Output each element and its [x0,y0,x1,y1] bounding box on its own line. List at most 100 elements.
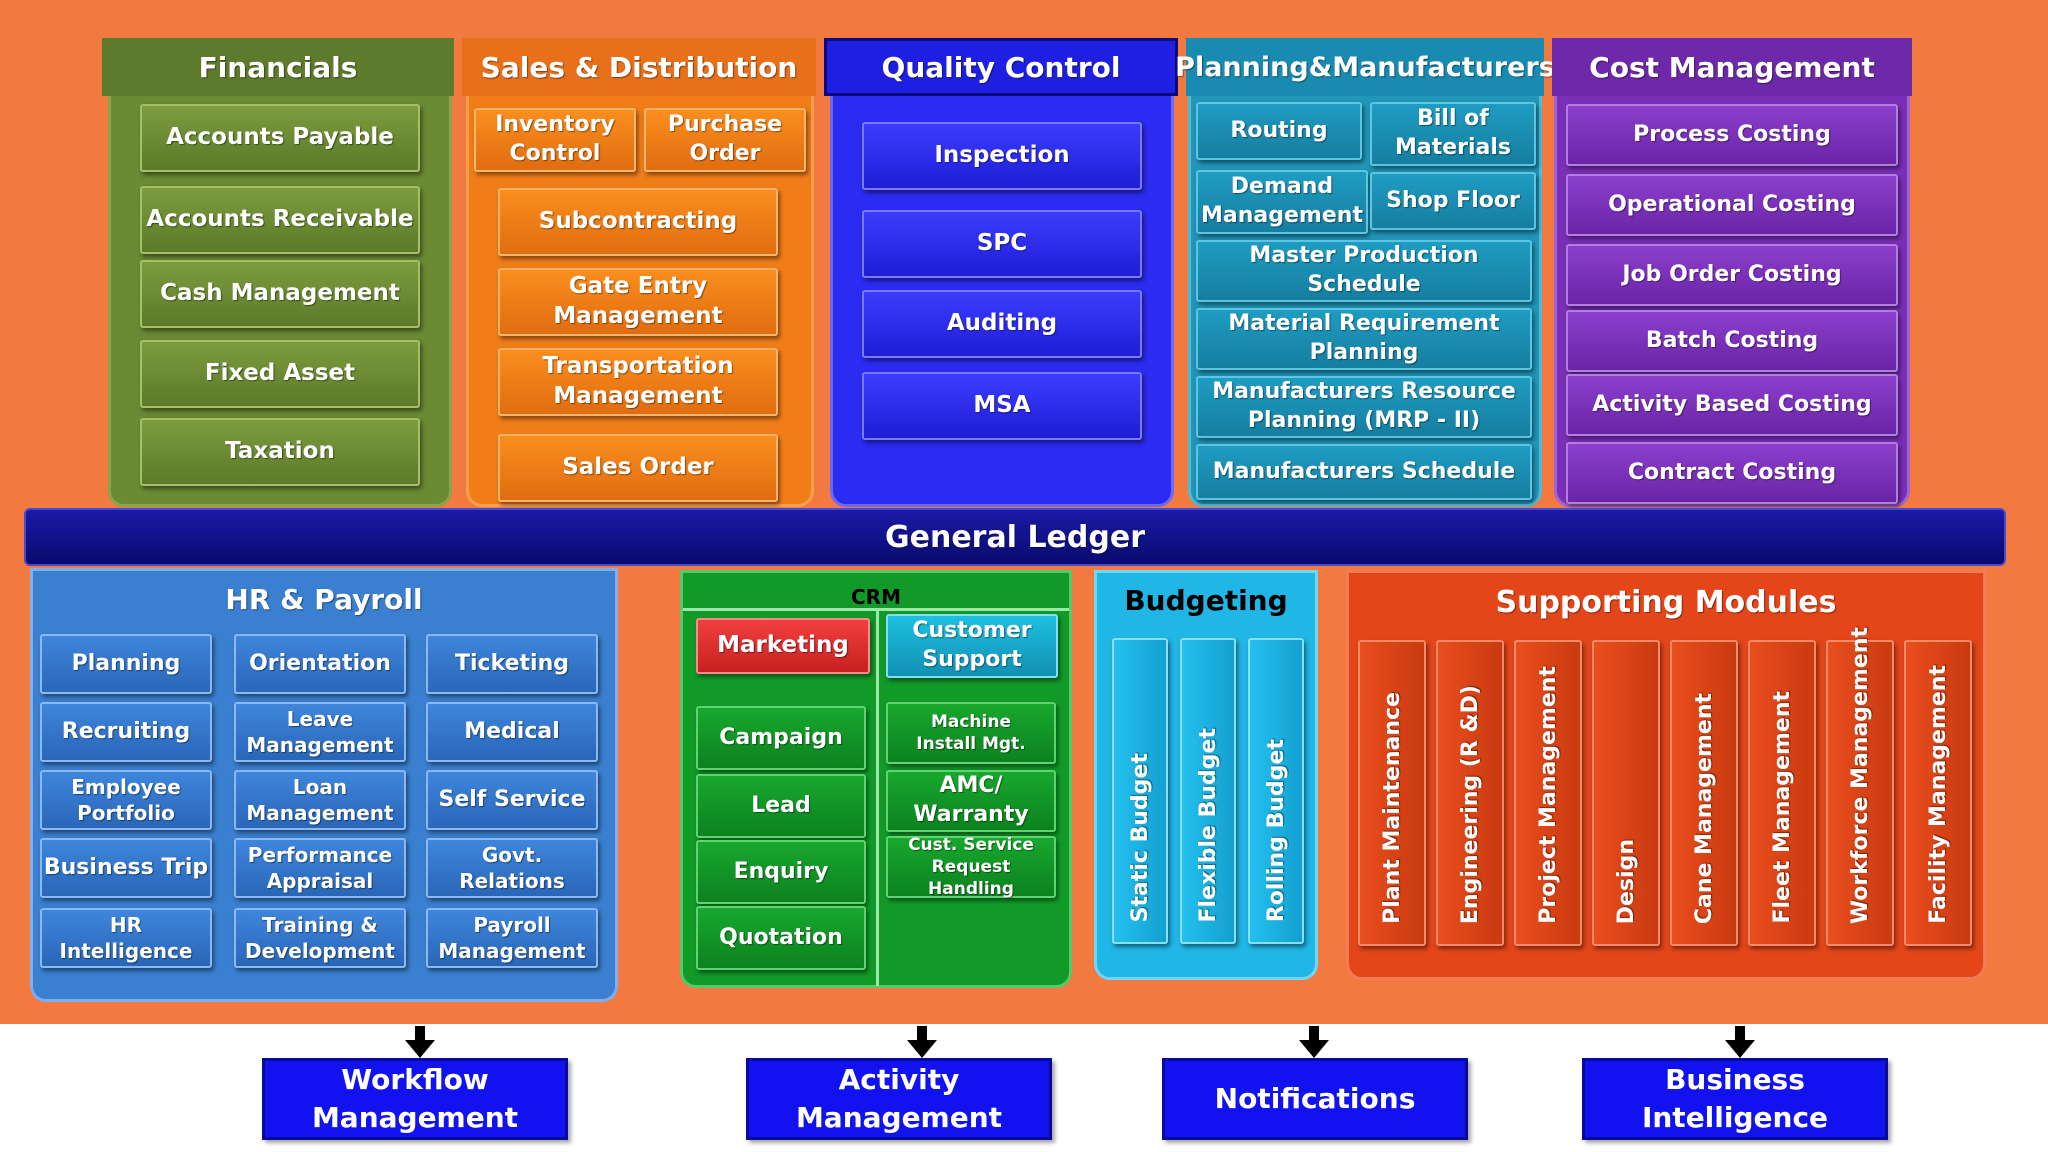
workforce-management-label: Workforce Management [1847,626,1873,924]
static-budget-button[interactable]: Static Budget [1112,638,1168,944]
cane-management-label-wrap: Cane Management [1672,642,1736,944]
accounts-receivable-button[interactable]: Accounts Receivable [140,186,420,254]
plant-maintenance-button[interactable]: Plant Maintenance [1358,640,1426,946]
workflow-management-button[interactable]: Workflow Management [262,1058,568,1140]
demand-management-button[interactable]: Demand Management [1196,170,1368,234]
job-order-costing-button[interactable]: Job Order Costing [1566,244,1898,306]
arrow-head [907,1040,937,1058]
leave-management-button[interactable]: Leave Management [234,702,406,762]
cost-management-header: Cost Management [1552,38,1912,96]
general-ledger-bar[interactable]: General Ledger [24,508,2006,566]
workforce-management-label-wrap: Workforce Management [1828,627,1892,944]
spc-button[interactable]: SPC [862,210,1142,278]
msa-button[interactable]: MSA [862,372,1142,440]
arrow-shaft [415,1026,425,1042]
business-trip-button[interactable]: Business Trip [40,838,212,898]
machine-install-button[interactable]: Machine Install Mgt. [886,702,1056,764]
quotation-button[interactable]: Quotation [696,906,866,970]
hr-intelligence-button[interactable]: HR Intelligence [40,908,212,968]
facility-management-label-wrap: Facility Management [1906,642,1970,944]
process-costing-button[interactable]: Process Costing [1566,104,1898,166]
sales-distribution-header: Sales & Distribution [462,38,816,96]
shop-floor-button[interactable]: Shop Floor [1370,172,1536,230]
project-management-label: Project Management [1535,666,1561,924]
bill-of-materials-button[interactable]: Bill of Materials [1370,102,1536,166]
supporting-modules-header: Supporting Modules [1495,584,1837,620]
contract-costing-button[interactable]: Contract Costing [1566,442,1898,504]
fleet-management-button[interactable]: Fleet Management [1748,640,1816,946]
orientation-button[interactable]: Orientation [234,634,406,694]
arrow-shaft [1309,1026,1319,1042]
subcontracting-button[interactable]: Subcontracting [498,188,778,256]
fleet-management-label: Fleet Management [1769,691,1795,924]
design-button[interactable]: Design [1592,640,1660,946]
activity-management-button[interactable]: Activity Management [746,1058,1052,1140]
employee-portfolio-button[interactable]: Employee Portfolio [40,770,212,830]
static-budget-label-wrap: Static Budget [1114,640,1166,942]
cash-management-button[interactable]: Cash Management [140,260,420,328]
routing-button[interactable]: Routing [1196,102,1362,160]
taxation-button[interactable]: Taxation [140,418,420,486]
quality-control-header: Quality Control [824,38,1178,96]
facility-management-label: Facility Management [1925,665,1951,924]
flexible-budget-button[interactable]: Flexible Budget [1180,638,1236,944]
project-management-button[interactable]: Project Management [1514,640,1582,946]
manufacturers-resource-planning-button[interactable]: Manufacturers Resource Planning (MRP - I… [1196,376,1532,438]
purchase-order-button[interactable]: Purchase Order [644,108,806,172]
inspection-button[interactable]: Inspection [862,122,1142,190]
static-budget-label: Static Budget [1127,752,1153,922]
enquiry-button[interactable]: Enquiry [696,840,866,904]
arrow-head [405,1040,435,1058]
accounts-payable-button[interactable]: Accounts Payable [140,104,420,172]
cane-management-button[interactable]: Cane Management [1670,640,1738,946]
crm-header: CRM [851,585,901,609]
ticketing-button[interactable]: Ticketing [426,634,598,694]
material-requirement-planning-button[interactable]: Material Requirement Planning [1196,308,1532,370]
fixed-asset-button[interactable]: Fixed Asset [140,340,420,408]
plant-maintenance-label-wrap: Plant Maintenance [1360,642,1424,944]
amc-warranty-button[interactable]: AMC/ Warranty [886,770,1056,832]
operational-costing-button[interactable]: Operational Costing [1566,174,1898,236]
medical-button[interactable]: Medical [426,702,598,762]
plant-maintenance-label: Plant Maintenance [1379,692,1405,924]
manufacturers-schedule-button[interactable]: Manufacturers Schedule [1196,444,1532,500]
arrow-shaft [1735,1026,1745,1042]
crm-column-divider [876,610,879,986]
planning-button[interactable]: Planning [40,634,212,694]
training-development-button[interactable]: Training & Development [234,908,406,968]
project-management-label-wrap: Project Management [1516,642,1580,944]
engineering-rd-button[interactable]: Engineering (R &D) [1436,640,1504,946]
sales-order-button[interactable]: Sales Order [498,434,778,502]
workforce-management-button[interactable]: Workforce Management [1826,627,1894,946]
gate-entry-management-button[interactable]: Gate Entry Management [498,268,778,336]
govt-relations-button[interactable]: Govt. Relations [426,838,598,898]
lead-button[interactable]: Lead [696,774,866,838]
notifications-button[interactable]: Notifications [1162,1058,1468,1140]
facility-management-button[interactable]: Facility Management [1904,640,1972,946]
loan-management-button[interactable]: Loan Management [234,770,406,830]
campaign-button[interactable]: Campaign [696,706,866,770]
arrow-shaft [917,1026,927,1042]
rolling-budget-label: Rolling Budget [1263,738,1289,922]
recruiting-button[interactable]: Recruiting [40,702,212,762]
hr-payroll-header: HR & Payroll [225,582,423,616]
auditing-button[interactable]: Auditing [862,290,1142,358]
transportation-management-button[interactable]: Transportation Management [498,348,778,416]
master-production-schedule-button[interactable]: Master Production Schedule [1196,240,1532,302]
inventory-control-button[interactable]: Inventory Control [474,108,636,172]
budgeting-header: Budgeting [1124,583,1288,617]
payroll-management-button[interactable]: Payroll Management [426,908,598,968]
design-label-wrap: Design [1594,642,1658,944]
cane-management-label: Cane Management [1691,692,1717,924]
engineering-rd-label-wrap: Engineering (R &D) [1438,642,1502,944]
self-service-button[interactable]: Self Service [426,770,598,830]
rolling-budget-button[interactable]: Rolling Budget [1248,638,1304,944]
cust-service-request-button[interactable]: Cust. Service Request Handling [886,835,1056,899]
performance-appraisal-button[interactable]: Performance Appraisal [234,838,406,898]
batch-costing-button[interactable]: Batch Costing [1566,310,1898,372]
customer-support-button[interactable]: Customer Support [886,614,1058,678]
marketing-button[interactable]: Marketing [696,618,870,674]
business-intelligence-button[interactable]: Business Intelligence [1582,1058,1888,1140]
design-label: Design [1613,838,1639,924]
activity-based-costing-button[interactable]: Activity Based Costing [1566,374,1898,436]
